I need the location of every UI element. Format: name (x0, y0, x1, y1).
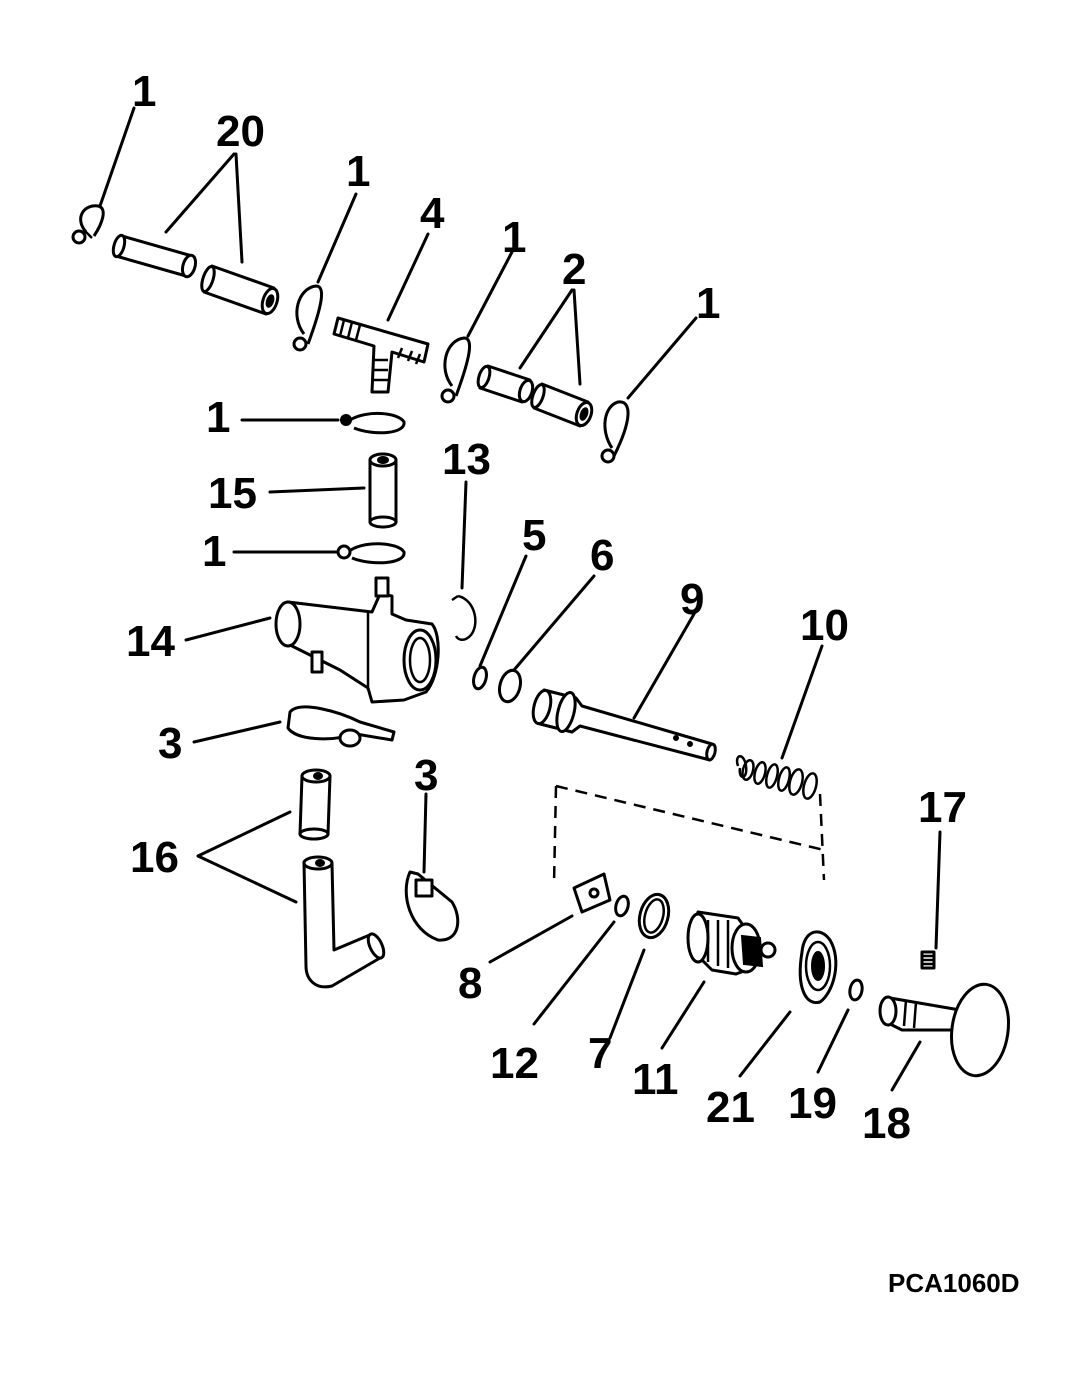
callout-labels: 1 20 1 4 1 2 1 1 13 15 1 5 6 9 10 14 3 3… (126, 67, 967, 1148)
clamp-part (440, 336, 471, 404)
callout-2: 2 (562, 245, 586, 294)
callout-12: 12 (490, 1039, 539, 1088)
callout-21: 21 (706, 1083, 755, 1132)
clamp-part (292, 284, 323, 352)
figure-reference-code: PCA1060D (888, 1268, 1020, 1298)
callout-1: 1 (696, 279, 720, 328)
callout-18: 18 (862, 1099, 911, 1148)
knob-part (878, 982, 1010, 1078)
callout-1: 1 (206, 393, 230, 442)
callout-9: 9 (680, 575, 704, 624)
hose-segment-part (111, 233, 198, 279)
callout-14: 14 (126, 617, 175, 666)
spring-part (735, 755, 818, 800)
leader-lines (98, 106, 942, 1092)
callout-4: 4 (420, 189, 445, 238)
clamp-part (71, 204, 105, 245)
callout-1: 1 (132, 67, 156, 116)
callout-1: 1 (502, 213, 526, 262)
callout-10: 10 (800, 601, 849, 650)
callout-8: 8 (458, 959, 482, 1008)
hose-segment-part (298, 768, 332, 841)
clamp-part (600, 400, 630, 464)
screw-part (920, 950, 936, 970)
o-ring-part (614, 894, 630, 918)
callout-15: 15 (208, 469, 257, 518)
callout-1: 1 (346, 147, 370, 196)
callout-20: 20 (216, 107, 265, 156)
hose-segment-part (530, 382, 594, 428)
callout-5: 5 (522, 511, 546, 560)
valve-stem-part (531, 688, 717, 762)
hose-segment-part (200, 264, 280, 316)
tee-fitting-part (332, 316, 430, 394)
callout-13: 13 (442, 435, 491, 484)
valve-fitting-part (686, 910, 777, 976)
callout-17: 17 (918, 783, 967, 832)
callout-16: 16 (130, 833, 179, 882)
nut-part (798, 930, 838, 1005)
o-ring-part (848, 978, 864, 1002)
band-clamp-part (404, 870, 460, 942)
o-ring-part (637, 892, 671, 940)
callout-1: 1 (202, 527, 226, 576)
band-clamp-part (286, 705, 396, 748)
hose-segment-part (476, 364, 535, 404)
clamp-part (336, 542, 406, 565)
valve-body-part (274, 576, 440, 704)
o-ring-part (497, 668, 523, 704)
callout-3: 3 (158, 719, 182, 768)
callout-7: 7 (588, 1029, 612, 1078)
elbow-hose-part (302, 855, 386, 989)
retaining-ring-part (451, 594, 477, 641)
callout-6: 6 (590, 531, 614, 580)
callout-11: 11 (632, 1055, 679, 1104)
clamp-part (340, 412, 406, 435)
assembly-outline (552, 784, 826, 885)
callout-3: 3 (414, 751, 438, 800)
o-ring-part (472, 665, 488, 691)
washer-part (572, 872, 612, 914)
callout-19: 19 (788, 1079, 837, 1128)
hose-segment-part (368, 452, 398, 529)
